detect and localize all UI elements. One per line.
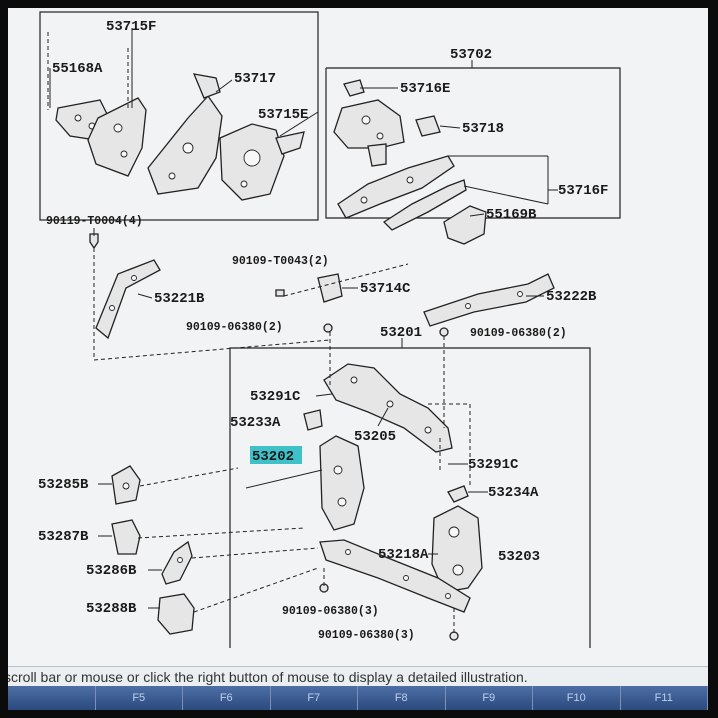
part-53234A-shape[interactable]: [447, 485, 469, 503]
part-53715F-shape[interactable]: [87, 97, 147, 177]
fkey-f5[interactable]: F5: [95, 686, 183, 710]
fkey-f10[interactable]: F10: [533, 686, 621, 710]
assembly-dashed-lines: [93, 248, 471, 634]
part-53717-shape[interactable]: [147, 73, 223, 195]
label-55169B[interactable]: 55169B: [486, 207, 537, 223]
selected-part-highlight: [250, 446, 302, 464]
label-53714C[interactable]: 53714C: [360, 281, 411, 297]
label-53286B[interactable]: 53286B: [86, 563, 137, 579]
label-90109-06380-3-right[interactable]: 90109-06380(3): [318, 629, 415, 642]
label-90109-06380-2-right[interactable]: 90109-06380(2): [470, 327, 567, 340]
label-90109-06380-2-left[interactable]: 90109-06380(2): [186, 321, 283, 334]
label-53234A[interactable]: 53234A: [488, 485, 539, 501]
part-53286B-shape[interactable]: [161, 540, 193, 585]
part-53287B-shape[interactable]: [111, 519, 141, 555]
label-53715F[interactable]: 53715F: [106, 19, 156, 35]
upper-left-group-frame: [39, 11, 319, 221]
leader-lines: [49, 28, 558, 609]
fkey-f7[interactable]: F7: [270, 686, 358, 710]
label-53716F[interactable]: 53716F: [558, 183, 608, 199]
part-53718-shape[interactable]: [415, 115, 441, 137]
label-90119-T0004[interactable]: 90119-T0004(4): [46, 215, 143, 228]
part-55169B-shape[interactable]: [443, 205, 487, 245]
part-53233A-shape[interactable]: [303, 409, 323, 431]
part-53203-shape[interactable]: [431, 505, 483, 593]
lower-main-group-frame: [229, 347, 591, 648]
label-53718[interactable]: 53718: [462, 121, 504, 137]
part-53716E-shape[interactable]: [333, 79, 405, 167]
part-53285B-shape[interactable]: [111, 465, 141, 505]
label-53716E[interactable]: 53716E: [400, 81, 450, 97]
label-53715E[interactable]: 53715E: [258, 107, 308, 123]
parts-catalog-window: 53715F 55168A 53717 53715E 53702 53716E …: [8, 8, 708, 710]
label-53205[interactable]: 53205: [354, 429, 396, 445]
fkey-f8[interactable]: F8: [358, 686, 446, 710]
part-53288B-shape[interactable]: [157, 593, 195, 635]
fkey-f11[interactable]: F11: [620, 686, 708, 710]
label-53291C-lower[interactable]: 53291C: [468, 457, 519, 473]
upper-right-group-frame: [325, 67, 621, 219]
status-bar: scroll bar or mouse or click the right b…: [8, 666, 708, 687]
label-53285B[interactable]: 53285B: [38, 477, 89, 493]
label-53291C-upper[interactable]: 53291C: [250, 389, 301, 405]
label-53222B[interactable]: 53222B: [546, 289, 597, 305]
part-53218A-shape[interactable]: [319, 539, 471, 613]
status-message: scroll bar or mouse or click the right b…: [8, 669, 528, 685]
label-53202[interactable]: 53202: [252, 449, 294, 465]
label-53233A[interactable]: 53233A: [230, 415, 281, 431]
fastener-bolts: [89, 233, 459, 641]
function-key-bar: F5 F6 F7 F8 F9 F10 F11: [8, 686, 708, 710]
fkey-blank[interactable]: [8, 686, 96, 710]
label-53221B[interactable]: 53221B: [154, 291, 205, 307]
label-53288B[interactable]: 53288B: [86, 601, 137, 617]
label-55168A[interactable]: 55168A: [52, 61, 103, 77]
label-90109-T0043[interactable]: 90109-T0043(2): [232, 255, 329, 268]
part-53714C-shape[interactable]: [317, 273, 343, 303]
exploded-parts-diagram[interactable]: 53715F 55168A 53717 53715E 53702 53716E …: [8, 8, 708, 666]
fkey-f9[interactable]: F9: [445, 686, 533, 710]
label-53702[interactable]: 53702: [450, 47, 492, 63]
label-53203[interactable]: 53203: [498, 549, 540, 565]
fkey-f6[interactable]: F6: [183, 686, 271, 710]
part-53202-shape[interactable]: [319, 435, 365, 531]
part-53716F-shape[interactable]: [337, 155, 467, 231]
part-53221B-shape[interactable]: [95, 259, 161, 340]
part-53222B-shape[interactable]: [423, 273, 555, 327]
part-53715E-shape[interactable]: [219, 123, 305, 201]
label-53717[interactable]: 53717: [234, 71, 276, 87]
label-53201[interactable]: 53201: [380, 325, 422, 341]
label-53218A[interactable]: 53218A: [378, 547, 429, 563]
label-53287B[interactable]: 53287B: [38, 529, 89, 545]
label-90109-06380-3-left[interactable]: 90109-06380(3): [282, 605, 379, 618]
